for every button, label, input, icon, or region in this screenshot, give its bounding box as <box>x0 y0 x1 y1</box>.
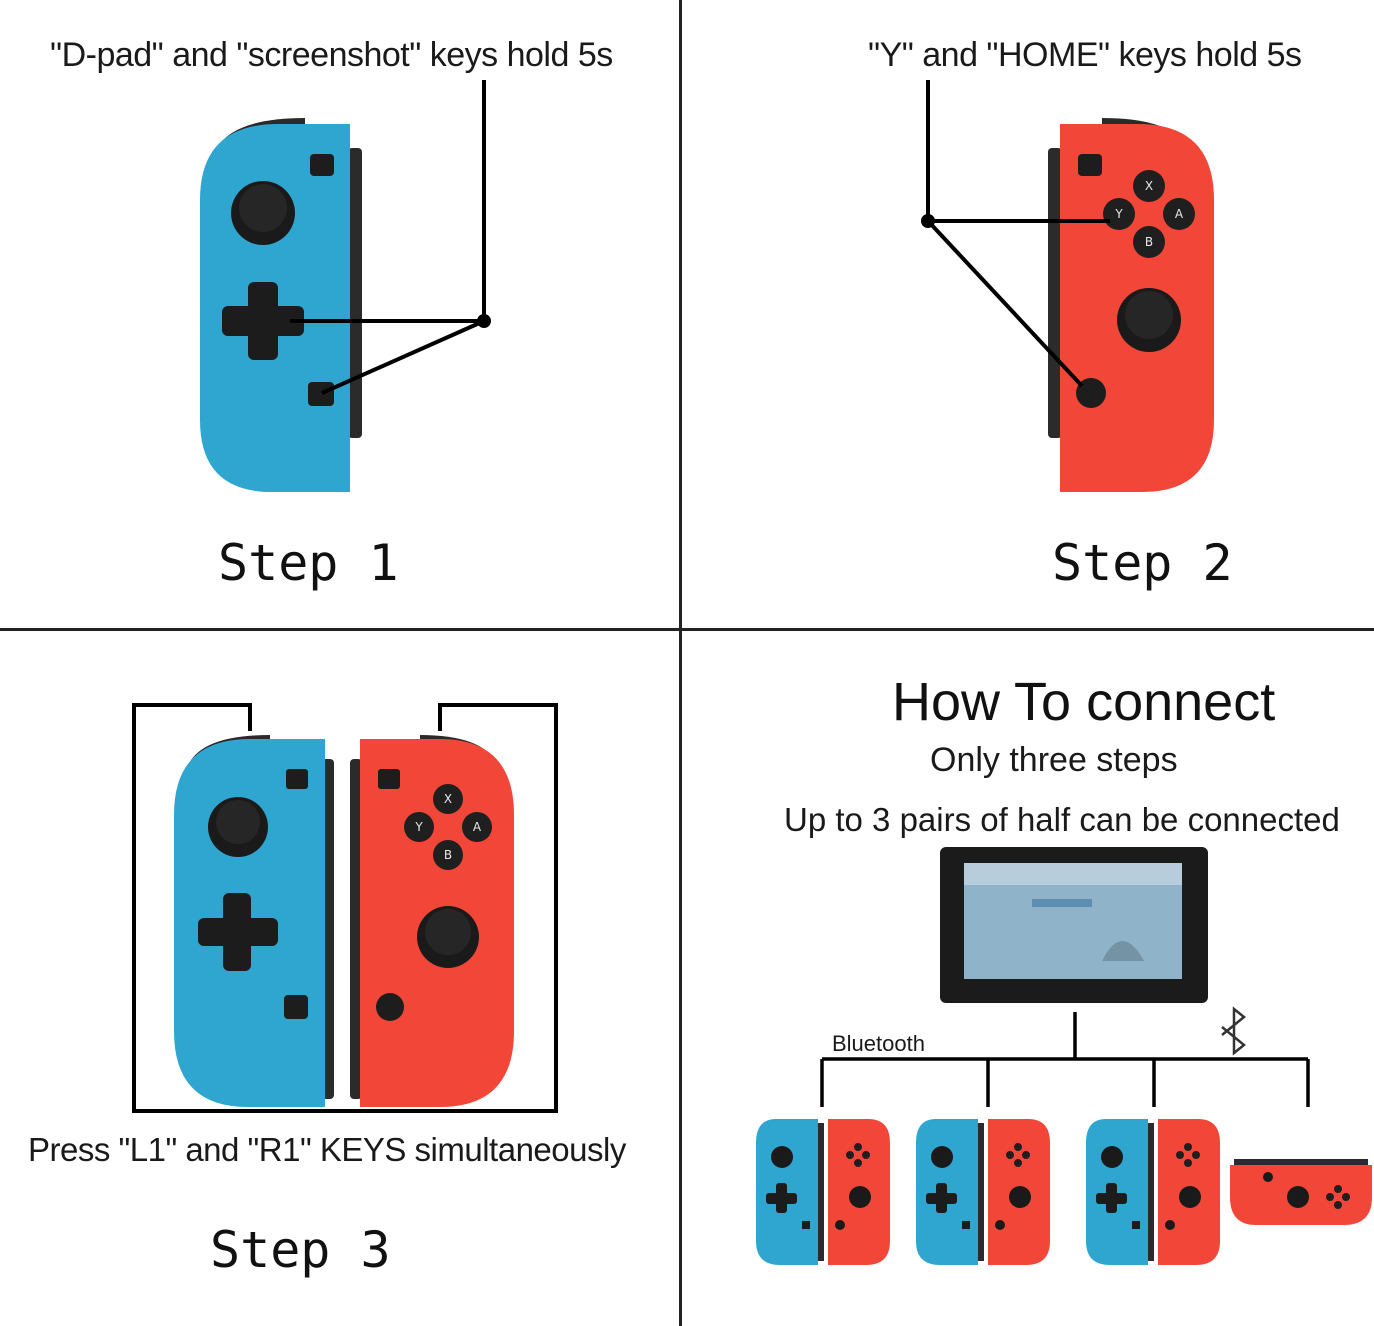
bracket-lines <box>132 703 558 1113</box>
y-button <box>404 812 434 842</box>
paired-joycons-illustration: X Y A B <box>132 703 558 1113</box>
leader-junction <box>477 314 491 328</box>
step-2-label: Step 2 <box>1052 534 1233 592</box>
step-2-panel: "Y" and "HOME" keys hold 5s X Y A B <box>682 0 1374 628</box>
joycon-pair-3 <box>1086 1119 1220 1265</box>
leader-junction <box>921 214 935 228</box>
display-header <box>964 863 1182 885</box>
minus-button <box>310 154 334 176</box>
how-to-connect-panel: How To connect Only three steps Up to 3 … <box>682 631 1374 1326</box>
single-joycon-sideways <box>1230 1159 1372 1225</box>
joycon-pair-2 <box>916 1119 1050 1265</box>
joycon-rail <box>348 148 362 438</box>
home-button <box>376 993 404 1021</box>
leader-lines <box>926 80 1110 388</box>
face-buttons: X Y A B <box>1103 170 1195 258</box>
x-letter: X <box>1145 179 1153 193</box>
right-stick-cap <box>1125 291 1173 339</box>
dpad-icon <box>198 893 278 971</box>
step-3-caption: Press "L1" and "R1" KEYS simultaneously <box>28 1131 626 1168</box>
joycon-pair-1 <box>756 1119 890 1265</box>
connect-note: Up to 3 pairs of half can be connected <box>784 801 1340 838</box>
b-letter: B <box>444 848 452 862</box>
display-figure <box>1102 941 1144 961</box>
step-1-caption: "D-pad" and "screenshot" keys hold 5s <box>50 36 613 74</box>
plus-button <box>378 769 400 789</box>
right-joycon-illustration: X Y A B <box>921 80 1214 492</box>
x-button <box>433 784 463 814</box>
connection-lines <box>820 1012 1310 1107</box>
right-stick-cap <box>425 909 471 955</box>
minus-button <box>286 769 308 789</box>
connect-subtitle: Only three steps <box>930 741 1178 779</box>
step-1-label: Step 1 <box>218 534 399 592</box>
display-row <box>1032 899 1092 907</box>
step-2-caption: "Y" and "HOME" keys hold 5s <box>868 36 1302 74</box>
screenshot-button <box>284 995 308 1019</box>
joycon-rail <box>1048 148 1062 438</box>
left-stick-cap <box>216 800 260 844</box>
connect-title: How To connect <box>892 672 1276 732</box>
step-3-label: Step 3 <box>210 1221 391 1279</box>
b-button <box>433 840 463 870</box>
a-letter: A <box>473 820 482 834</box>
a-button <box>462 812 492 842</box>
left-joycon-illustration <box>200 80 491 492</box>
bluetooth-label: Bluetooth <box>832 1031 925 1056</box>
b-letter: B <box>1145 235 1153 249</box>
dpad-icon <box>222 282 304 360</box>
face-buttons: X Y A B <box>404 784 492 870</box>
screenshot-button <box>308 382 334 406</box>
vertical-divider <box>679 0 682 1326</box>
step-1-panel: "D-pad" and "screenshot" keys hold 5s St… <box>0 0 679 628</box>
y-letter: Y <box>1114 207 1123 221</box>
bluetooth-icon <box>1221 1006 1246 1056</box>
a-button <box>1163 198 1195 230</box>
x-button <box>1133 170 1165 202</box>
right-rail <box>350 759 362 1099</box>
home-button <box>1076 378 1106 408</box>
x-letter: X <box>444 792 452 806</box>
connection-diagram <box>756 847 1372 1265</box>
a-letter: A <box>1175 207 1184 221</box>
leader-lines <box>290 80 486 395</box>
y-letter: Y <box>414 820 423 834</box>
horizontal-divider <box>0 628 1374 631</box>
b-button <box>1133 226 1165 258</box>
plus-button <box>1078 154 1102 176</box>
left-stick-cap <box>239 184 287 232</box>
step-3-panel: X Y A B Press "L1" and "R1" KEYS simulta… <box>0 631 679 1326</box>
y-button <box>1103 198 1135 230</box>
